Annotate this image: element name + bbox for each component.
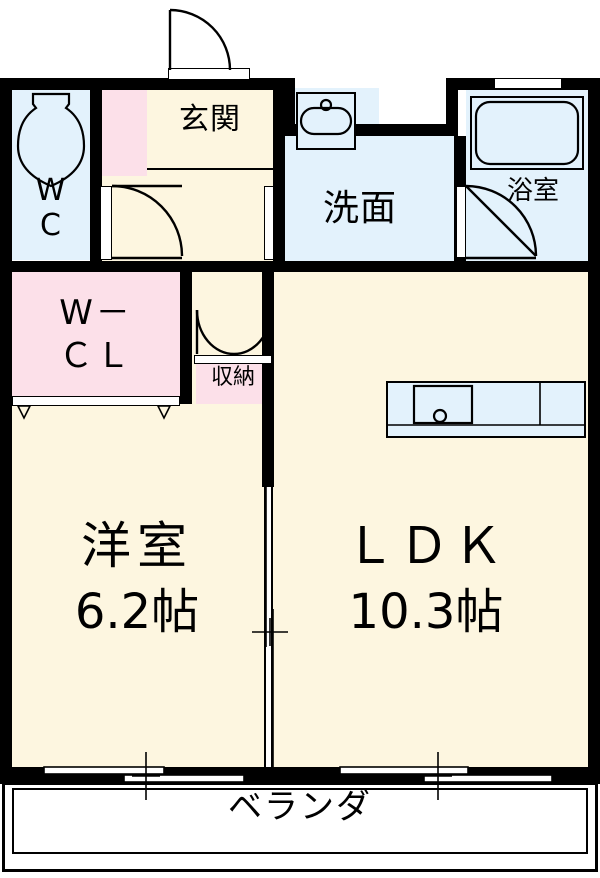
wcl-door-direction-markers bbox=[16, 405, 172, 420]
room-fill-wc bbox=[12, 88, 90, 260]
label-yoshitsu-area: 6.2帖 bbox=[74, 583, 200, 640]
genkan-hall-door-leaf[interactable] bbox=[100, 186, 112, 260]
veranda-window-right-marker bbox=[424, 752, 452, 800]
label-wc-line2: C bbox=[40, 207, 62, 243]
wall-interior-genkan-right bbox=[273, 88, 285, 261]
label-wc-line1: W bbox=[35, 173, 67, 208]
washbasin-cabinet bbox=[296, 92, 356, 150]
kitchen-counter-details bbox=[386, 381, 586, 426]
room-fill-wcl bbox=[12, 272, 180, 404]
wall-interior-horizontal-main bbox=[0, 261, 600, 272]
room-fill-veranda bbox=[4, 784, 596, 868]
wall-interior-wcl-right bbox=[180, 272, 192, 404]
storage-double-door-swing[interactable] bbox=[195, 309, 273, 358]
veranda-outline-outer bbox=[2, 782, 598, 872]
label-veranda: ベランダ bbox=[228, 787, 372, 827]
wall-exterior-top-left bbox=[0, 78, 290, 90]
label-yoshitsu-name: 洋室 bbox=[81, 517, 193, 575]
label-ldk: ＬＤＫ 10.3帖 bbox=[276, 520, 576, 637]
label-shuno: 収納 bbox=[210, 365, 255, 390]
entrance-door-swing[interactable] bbox=[168, 8, 278, 72]
label-genkan: 玄関 bbox=[179, 102, 241, 137]
room-partition-sash-detail bbox=[265, 487, 274, 769]
bathtub-icon bbox=[474, 100, 580, 166]
wall-exterior-top-riser bbox=[446, 78, 458, 136]
toilet-icon bbox=[16, 92, 86, 188]
wcl-sliding-door[interactable] bbox=[12, 396, 180, 406]
room-fill-hall bbox=[102, 176, 273, 261]
room-fill-shuno bbox=[196, 360, 270, 404]
storage-door-sill[interactable] bbox=[194, 355, 272, 364]
label-senmen: 洗面 bbox=[322, 188, 397, 229]
room-fill-senmen-ext bbox=[379, 132, 454, 261]
veranda-window-left[interactable] bbox=[43, 765, 245, 787]
room-fill-yoshitsu bbox=[12, 404, 274, 767]
room-fill-genkan bbox=[147, 88, 273, 176]
veranda-outline-inner bbox=[12, 788, 588, 854]
label-ldk-name: ＬＤＫ bbox=[345, 517, 507, 575]
label-wcl-line2: ＣＬ bbox=[59, 335, 133, 376]
label-wcl: W－ ＣＬ bbox=[12, 292, 180, 377]
room-partition-cross-marker bbox=[252, 618, 288, 646]
wall-exterior-top-mid bbox=[285, 78, 295, 134]
label-wc: W C bbox=[12, 173, 90, 243]
wall-exterior-right bbox=[588, 78, 600, 778]
bathroom-door-leaf[interactable] bbox=[456, 186, 466, 258]
washbasin-icon bbox=[299, 98, 353, 136]
wall-interior-wc-right bbox=[90, 88, 102, 261]
entrance-door-sill[interactable] bbox=[168, 68, 250, 80]
wall-exterior-left bbox=[0, 78, 12, 778]
label-ldk-area: 10.3帖 bbox=[348, 583, 504, 640]
bathroom-door-swing[interactable] bbox=[465, 184, 544, 260]
genkan-side-opening[interactable] bbox=[264, 186, 274, 260]
label-wcl-line1: W－ bbox=[59, 293, 133, 333]
room-fill-shoe-closet bbox=[102, 88, 147, 176]
room-partition-door[interactable] bbox=[264, 487, 273, 767]
genkan-step-line bbox=[147, 168, 273, 170]
label-yoshitsu: 洋室 6.2帖 bbox=[12, 520, 262, 637]
genkan-hall-door-swing[interactable] bbox=[111, 184, 194, 262]
label-yokushitsu: 浴室 bbox=[506, 176, 559, 206]
kitchen-counter bbox=[386, 381, 586, 438]
veranda-window-left-marker bbox=[132, 752, 160, 800]
room-fill-ldk bbox=[274, 272, 588, 767]
bathroom-window[interactable] bbox=[494, 78, 562, 89]
bathtub-outer bbox=[470, 96, 584, 170]
